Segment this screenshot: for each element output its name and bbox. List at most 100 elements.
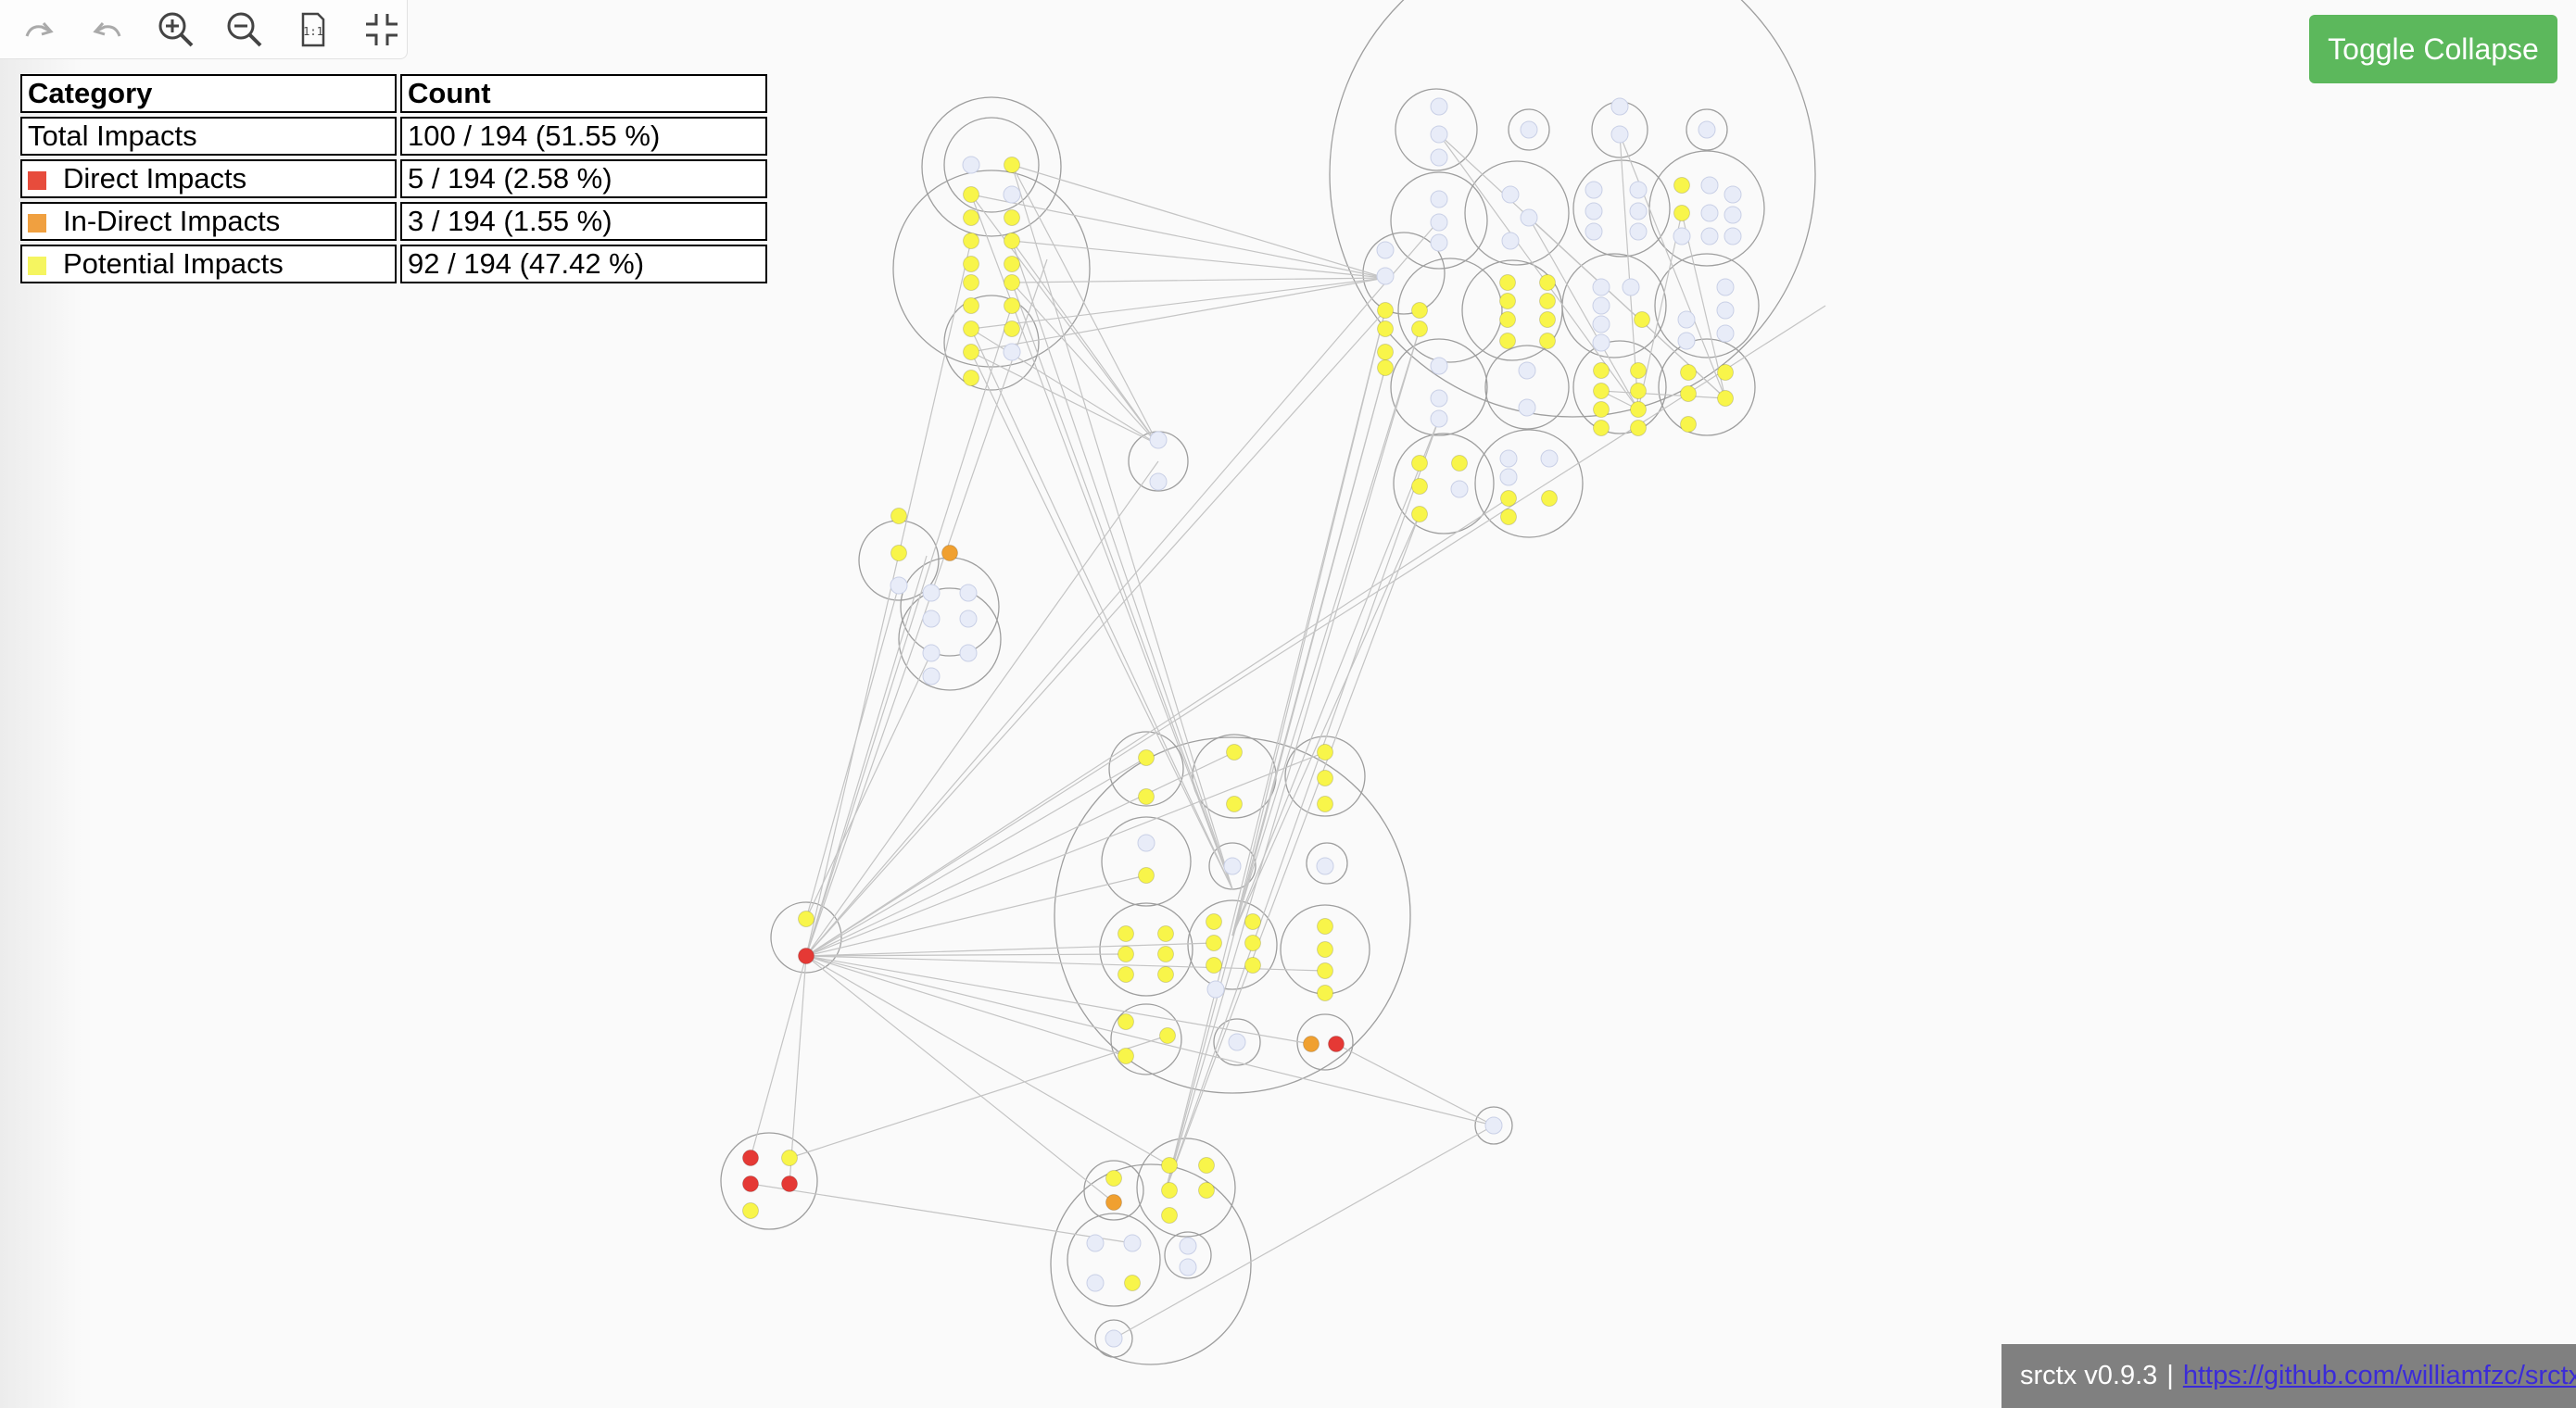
graph-edge xyxy=(1600,390,1726,399)
graph-edge xyxy=(805,942,1215,957)
graph-edge xyxy=(805,555,928,957)
cluster-circle xyxy=(1094,1319,1133,1358)
graph-edge xyxy=(1231,328,1421,937)
direct-color-swatch xyxy=(28,171,46,190)
graph-node xyxy=(1430,357,1448,375)
cluster-circle xyxy=(1164,1231,1212,1279)
graph-node xyxy=(1198,1182,1215,1199)
graph-edge xyxy=(1165,513,1421,1191)
graph-node xyxy=(1673,227,1691,245)
legend-label: Potential Impacts xyxy=(20,245,397,283)
cluster-circle xyxy=(1484,345,1570,430)
graph-node xyxy=(1622,278,1640,296)
nodes-layer xyxy=(742,97,1742,1348)
graph-node xyxy=(1518,398,1536,417)
graph-edge xyxy=(1438,133,1639,410)
graph-node xyxy=(1105,1170,1122,1187)
graph-node xyxy=(1541,490,1558,507)
graph-node xyxy=(963,233,979,249)
zoom-in-icon xyxy=(158,12,194,46)
graph-edge xyxy=(1011,164,1233,890)
cluster-circle xyxy=(943,295,1040,391)
center-button[interactable] xyxy=(360,7,404,52)
graph-node xyxy=(963,297,979,314)
graph-node xyxy=(1004,256,1020,272)
graph-node xyxy=(1149,431,1168,449)
graph-node xyxy=(1149,472,1168,491)
graph-node xyxy=(963,186,979,203)
graph-node xyxy=(1593,420,1610,436)
indirect-color-swatch xyxy=(28,214,46,233)
cluster-circle xyxy=(770,901,842,974)
graph-edge xyxy=(970,194,1386,279)
legend-header-row: Category Count xyxy=(20,74,767,113)
version-text: srctx v0.9.3 xyxy=(2020,1361,2158,1390)
fit-page-button[interactable]: 1:1 xyxy=(291,7,335,52)
graph-node xyxy=(1500,490,1517,507)
cluster-circle xyxy=(1654,253,1760,358)
undo-button[interactable] xyxy=(85,7,130,52)
category-header: Category xyxy=(20,74,397,113)
graph-edge xyxy=(970,351,1233,890)
cluster-circle xyxy=(1083,1160,1144,1221)
graph-node xyxy=(1004,321,1020,337)
cluster-circle xyxy=(1110,1003,1182,1075)
legend-label-text: In-Direct Impacts xyxy=(63,205,281,237)
center-icon xyxy=(366,13,398,45)
graph-node xyxy=(963,274,979,291)
cluster-circle xyxy=(1136,1138,1236,1238)
graph-edge xyxy=(970,277,1386,353)
graph-node xyxy=(1118,966,1134,983)
graph-edge xyxy=(805,955,1170,1166)
graph-edge xyxy=(805,955,1326,972)
graph-node xyxy=(1520,120,1538,139)
graph-edge xyxy=(1165,418,1440,1191)
graph-edge xyxy=(805,258,1048,957)
graph-node xyxy=(1593,383,1610,399)
graph-node xyxy=(1159,1027,1176,1044)
graph-node xyxy=(1585,181,1603,199)
legend-value: 100 / 194 (51.55 %) xyxy=(400,117,767,156)
graph-node xyxy=(1716,278,1735,296)
graph-node xyxy=(1138,867,1155,884)
graph-node xyxy=(963,370,979,386)
cluster-circle xyxy=(1561,253,1667,358)
toggle-collapse-button[interactable]: Toggle Collapse xyxy=(2309,15,2557,83)
zoom-in-button[interactable] xyxy=(154,7,198,52)
graph-node xyxy=(1430,213,1448,232)
redo-button[interactable] xyxy=(17,7,61,52)
cluster-circle xyxy=(1572,340,1667,434)
graph-node xyxy=(1328,1036,1345,1052)
cluster-circle xyxy=(1054,736,1411,1094)
graph-edge xyxy=(805,305,1826,957)
zoom-out-button[interactable] xyxy=(222,7,267,52)
cluster-circle xyxy=(1187,899,1278,990)
graph-node xyxy=(1430,125,1448,144)
graph-node xyxy=(1376,241,1395,259)
graph-node xyxy=(1593,362,1610,379)
graph-node xyxy=(1124,1275,1141,1291)
graph-node xyxy=(1179,1258,1197,1276)
graph-edge xyxy=(805,305,1013,957)
graph-node xyxy=(1157,946,1174,962)
graph-node xyxy=(1539,311,1556,328)
graph-node xyxy=(1592,278,1610,296)
graph-node xyxy=(1244,957,1261,974)
graph-node xyxy=(963,256,979,272)
graph-node xyxy=(1634,311,1650,328)
repo-link[interactable]: https://github.com/williamfzc/srctx xyxy=(2182,1361,2576,1390)
graph-edge xyxy=(805,585,900,920)
graph-node xyxy=(959,584,978,602)
graph-node xyxy=(1317,770,1333,786)
graph-edge xyxy=(805,955,1127,1057)
count-header: Count xyxy=(400,74,767,113)
graph-node xyxy=(1610,125,1629,144)
graph-node xyxy=(1244,913,1261,930)
cluster-circle xyxy=(1108,731,1184,807)
zoom-out-icon xyxy=(227,12,262,46)
legend-row-direct: Direct Impacts 5 / 194 (2.58 %) xyxy=(20,159,767,198)
legend-label: Direct Impacts xyxy=(20,159,397,198)
legend-row-potential: Potential Impacts 92 / 194 (47.42 %) xyxy=(20,245,767,283)
graph-node xyxy=(1700,227,1719,245)
